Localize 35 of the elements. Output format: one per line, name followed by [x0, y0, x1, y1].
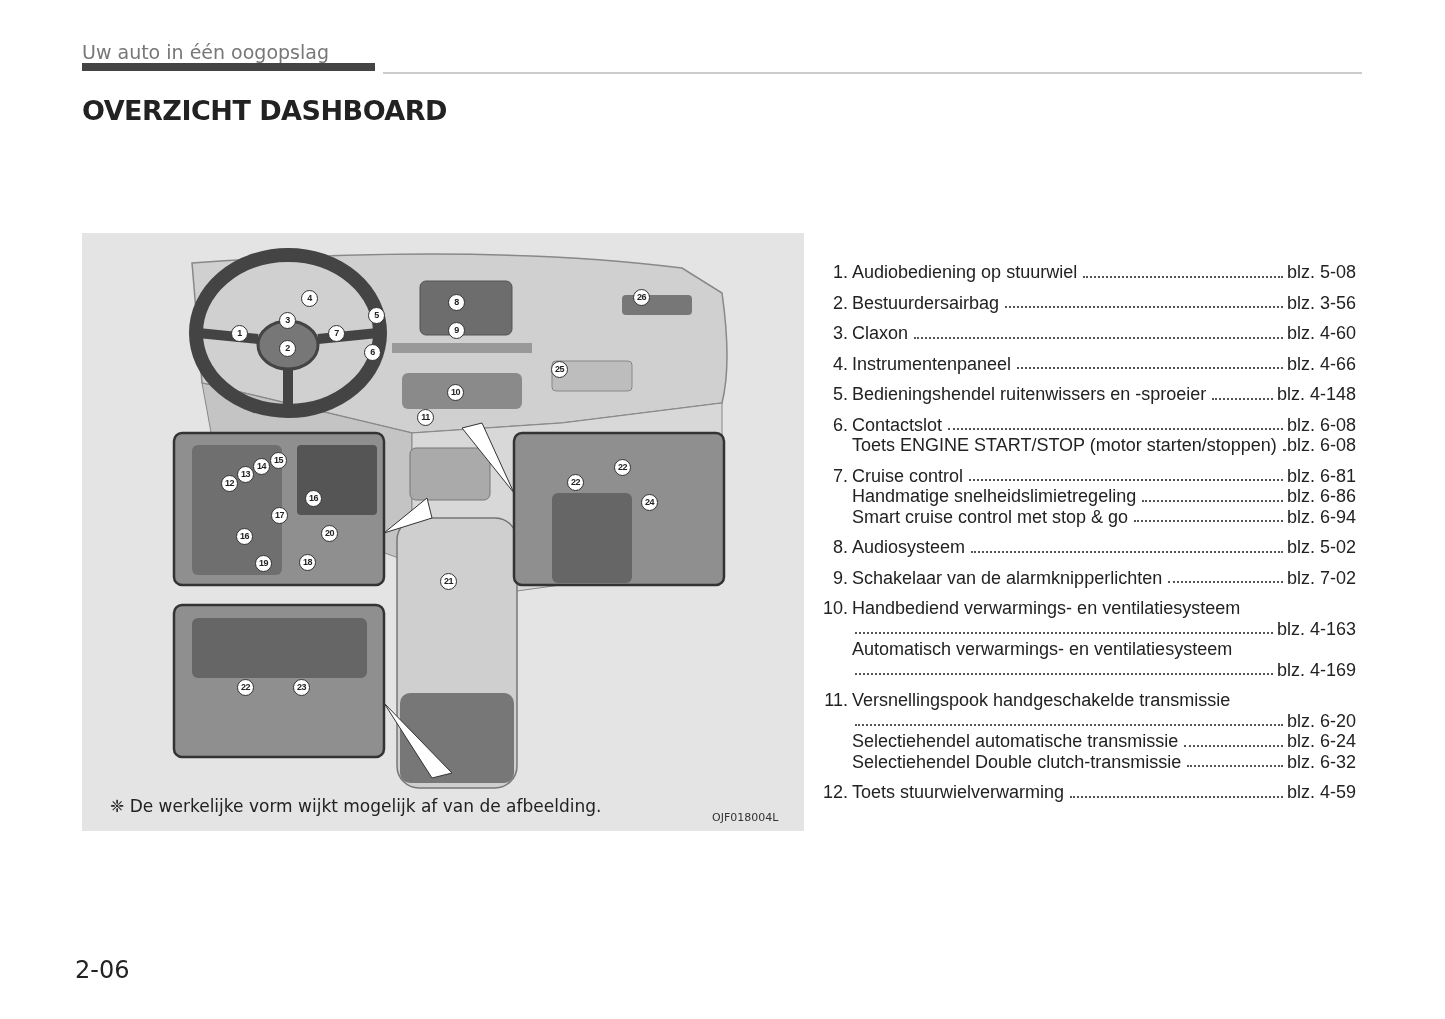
item-number: 4. [832, 353, 848, 374]
item-number: 1. [832, 262, 848, 283]
page-reference: blz. 5-02 [1286, 537, 1356, 558]
page-reference: blz. 3-56 [1286, 292, 1356, 313]
page-reference: blz. 4-169 [1276, 659, 1356, 680]
page-reference: blz. 4-59 [1286, 782, 1356, 803]
page-reference: blz. 4-60 [1286, 323, 1356, 344]
page-reference: blz. 6-24 [1286, 731, 1356, 752]
item-number: 7. [832, 465, 848, 486]
page-reference: blz. 4-66 [1286, 353, 1356, 374]
page-reference: blz. 6-81 [1286, 465, 1356, 486]
item-number: 11. [823, 690, 848, 711]
page-reference: blz. 7-02 [1286, 567, 1356, 588]
item-number: 5. [832, 384, 848, 405]
page-reference: blz. 6-32 [1286, 751, 1356, 772]
page-reference: blz. 5-08 [1286, 262, 1356, 283]
page-reference: blz. 6-86 [1286, 486, 1356, 507]
page-number: 2-06 [75, 956, 130, 984]
page-reference: blz. 6-94 [1286, 506, 1356, 527]
item-number: 9. [832, 567, 848, 588]
page-reference: blz. 6-08 [1286, 435, 1356, 456]
item-number: 8. [832, 537, 848, 558]
item-number: 6. [832, 414, 848, 435]
page-reference: blz. 6-08 [1286, 414, 1356, 435]
item-number: 12. [821, 782, 848, 803]
item-number: 2. [832, 292, 848, 313]
page-title: OVERZICHT DASHBOARD [82, 95, 447, 126]
figure-code: OJF018004L [712, 811, 779, 824]
page-reference: blz. 6-20 [1286, 710, 1356, 731]
item-number: 3. [832, 323, 848, 344]
item-number: 10. [821, 598, 848, 619]
note-text: ❈ De werkelijke vorm wijkt mogelijk af van de afbeelding. [110, 796, 602, 816]
page-reference: blz. 4-148 [1276, 384, 1356, 405]
section-header: Uw auto in één oogopslag [82, 41, 329, 63]
page-reference: blz. 4-163 [1276, 618, 1356, 639]
